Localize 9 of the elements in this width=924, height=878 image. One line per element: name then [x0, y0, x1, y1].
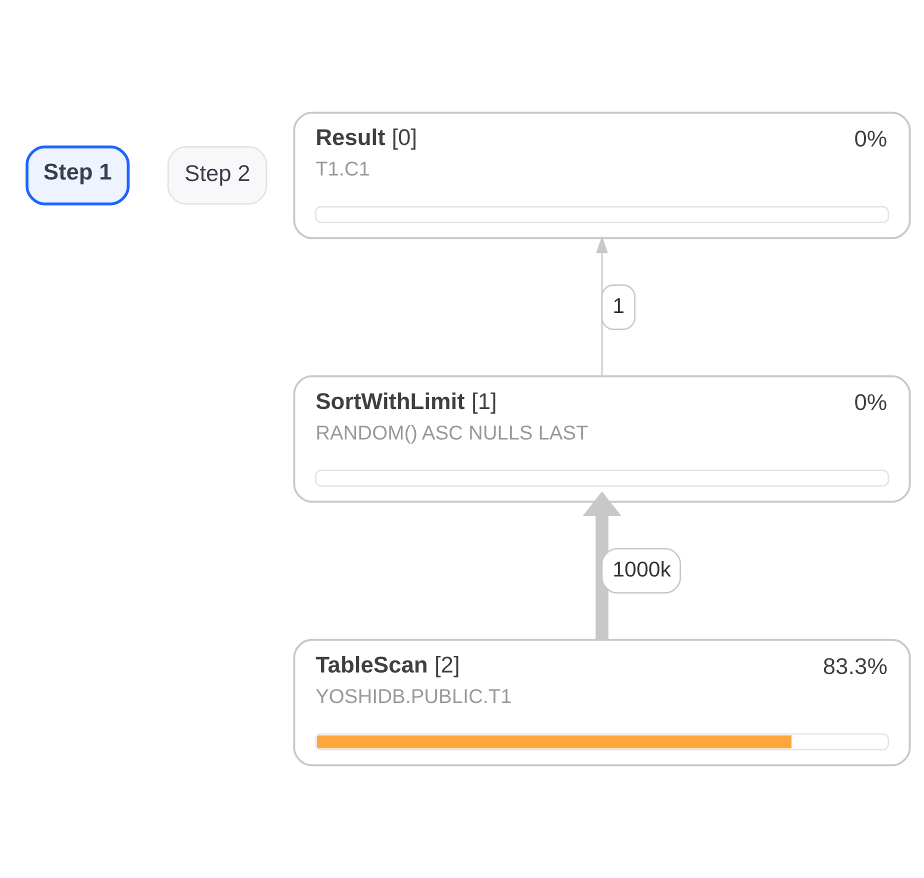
- label: Step 2: [184, 160, 250, 186]
- edge-label: 1000k: [612, 558, 671, 582]
- node-box: TableScan [2] 83.3% YOSHIDB.PUBLIC.T1: [293, 638, 911, 766]
- label: Step 1: [43, 158, 112, 184]
- node-box: SortWithLimit [1] 0% RANDOM() ASC NULLS LAST: [293, 375, 911, 503]
- arrow: [582, 491, 622, 640]
- edge-label: 1: [612, 294, 625, 318]
- arrow: [596, 236, 608, 376]
- node-box: Result [0] 0% T1.C1: [293, 112, 911, 240]
